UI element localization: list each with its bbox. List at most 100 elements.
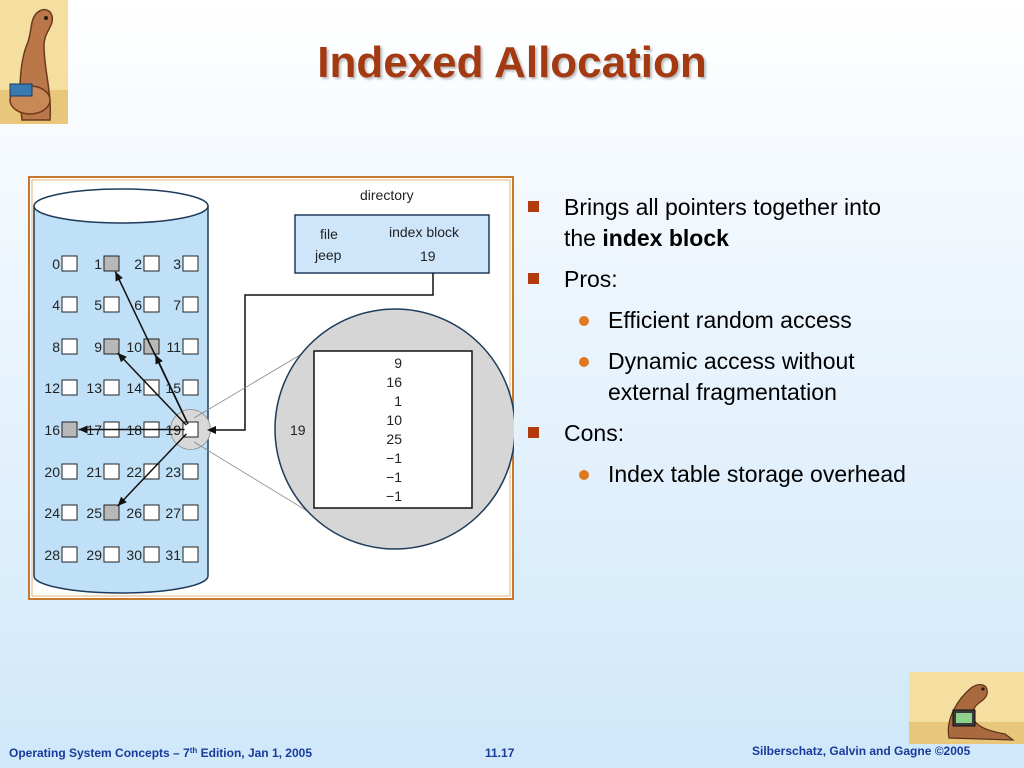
disk-block-number: 26 xyxy=(126,505,142,521)
bullet-index-block-text: Brings all pointers together into the xyxy=(564,194,882,251)
disk-block xyxy=(61,379,78,396)
disk-block xyxy=(61,463,78,480)
directory-col-index-block: index block xyxy=(389,224,460,240)
disk-block-number: 4 xyxy=(52,297,60,313)
sub-bullet-random-access: Efficient random access xyxy=(526,305,906,336)
disk-block xyxy=(103,296,120,313)
square-bullet-icon xyxy=(528,427,539,438)
square-bullet-icon xyxy=(528,273,539,284)
pointer-arrow-line xyxy=(117,433,187,507)
disk-block xyxy=(61,255,78,272)
dinosaur-logo-icon xyxy=(0,0,68,124)
bullet-index-block: Brings all pointers together into the in… xyxy=(526,192,906,254)
round-bullet-icon xyxy=(579,357,589,367)
disk-block-number: 22 xyxy=(126,464,142,480)
square-bullet-icon xyxy=(528,201,539,212)
sub-bullet-dynamic-access-text: Dynamic access without external fragment… xyxy=(608,348,855,405)
disk-block xyxy=(143,255,160,272)
bullet-list: Brings all pointers together into the in… xyxy=(526,192,906,500)
disk-block-number: 3 xyxy=(173,256,181,272)
disk-block xyxy=(143,504,160,521)
disk-block xyxy=(103,504,120,521)
disk-block xyxy=(61,421,78,438)
directory-col-file: file xyxy=(320,226,338,242)
disk-block-number: 20 xyxy=(44,464,60,480)
disk-block xyxy=(61,338,78,355)
index-block-table xyxy=(313,350,473,509)
footer-copyright: Silberschatz, Galvin and Gagne ©2005 xyxy=(752,744,971,758)
footer-course-post: Edition, Jan 1, 2005 xyxy=(197,746,313,760)
index-entry: 10 xyxy=(386,412,402,428)
sub-bullet-overhead: Index table storage overhead xyxy=(526,459,906,490)
pointer-arrow-head xyxy=(117,496,127,506)
sub-bullet-dynamic-access: Dynamic access without external fragment… xyxy=(526,346,906,408)
disk-block-number: 6 xyxy=(134,297,142,313)
disk-block-number: 30 xyxy=(126,547,142,563)
disk-block xyxy=(61,546,78,563)
disk-block-number: 14 xyxy=(126,380,142,396)
directory-table xyxy=(294,214,490,274)
disk-block-number: 23 xyxy=(165,464,181,480)
directory-index-block-number: 19 xyxy=(420,248,436,264)
disk-block-number: 21 xyxy=(86,464,102,480)
disk-block-number: 29 xyxy=(86,547,102,563)
disk-block xyxy=(103,546,120,563)
index-entry: 16 xyxy=(386,374,402,390)
dinosaur-computer-logo-icon xyxy=(909,672,1024,744)
sub-bullet-overhead-text: Index table storage overhead xyxy=(608,461,906,487)
disk-block xyxy=(182,379,199,396)
pointer-arrow-line xyxy=(117,352,187,426)
disk-block-number: 0 xyxy=(52,256,60,272)
disk-block-number: 13 xyxy=(86,380,102,396)
slide-title: Indexed Allocation xyxy=(317,38,707,87)
directory-label: directory xyxy=(360,187,414,203)
disk-block-number: 11 xyxy=(166,339,181,355)
pointer-arrow-head xyxy=(117,353,127,363)
disk-block-number: 9 xyxy=(94,339,102,355)
index-block-side-label: 19 xyxy=(290,422,306,438)
disk-block-number: 31 xyxy=(165,547,181,563)
index-entry: −1 xyxy=(386,469,402,485)
round-bullet-icon xyxy=(579,470,589,480)
disk-block xyxy=(143,546,160,563)
directory-file-name: jeep xyxy=(314,247,342,263)
disk-block xyxy=(182,504,199,521)
disk-block-number: 10 xyxy=(126,339,142,355)
footer-course-sup: th xyxy=(189,746,198,755)
disk-block-number: 2 xyxy=(134,256,142,272)
pointer-arrow-line xyxy=(154,354,189,425)
disk-block xyxy=(61,504,78,521)
index-entry: 25 xyxy=(386,431,402,447)
disk-block xyxy=(182,463,199,480)
disk-block xyxy=(143,296,160,313)
disk-block xyxy=(182,296,199,313)
pointer-arrow-head xyxy=(155,354,163,365)
disk-block xyxy=(103,379,120,396)
disk-block-number: 7 xyxy=(173,297,181,313)
bullet-pros-text: Pros: xyxy=(564,266,618,292)
bullet-cons: Cons: xyxy=(526,418,906,449)
index-entry: −1 xyxy=(386,488,402,504)
disk-block-number: 8 xyxy=(52,339,60,355)
disk-block xyxy=(103,463,120,480)
disk-block-number: 1 xyxy=(94,256,102,272)
disk-block-number: 27 xyxy=(165,505,181,521)
sub-bullet-random-access-text: Efficient random access xyxy=(608,307,852,333)
bullet-index-block-bold: index block xyxy=(602,225,729,251)
disk-block xyxy=(61,296,78,313)
disk-block-number: 5 xyxy=(94,297,102,313)
bullet-cons-text: Cons: xyxy=(564,420,625,446)
index-entry: 9 xyxy=(394,355,402,371)
pointer-arrow-head xyxy=(78,425,88,434)
disk-block xyxy=(182,255,199,272)
disk-block xyxy=(182,546,199,563)
footer-course: Operating System Concepts – 7th Edition,… xyxy=(9,746,312,760)
disk-block-number: 28 xyxy=(44,547,60,563)
disk-block-number: 25 xyxy=(86,505,102,521)
disk-block xyxy=(182,338,199,355)
disk-block xyxy=(103,338,120,355)
footer-course-pre: Operating System Concepts – 7 xyxy=(9,746,190,760)
